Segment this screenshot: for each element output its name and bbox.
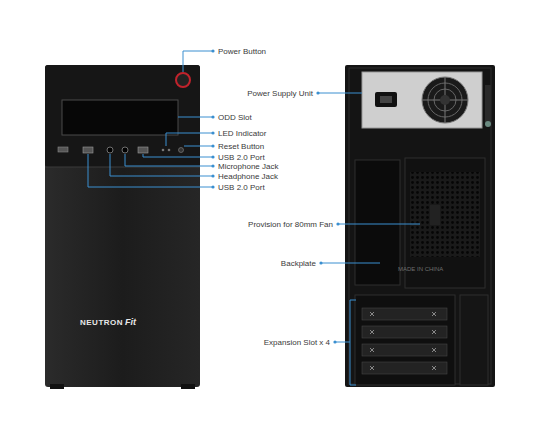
leader-lines [88, 51, 420, 385]
front-case [45, 65, 200, 389]
callout-label: Provision for 80mm Fan [248, 220, 333, 229]
callout-label: USB 2.0 Port [218, 183, 265, 192]
callout-label: Expansion Slot x 4 [264, 338, 330, 347]
callout-label: Reset Button [218, 142, 264, 151]
brand-logo: NEUTRON [80, 318, 123, 327]
leader-dots [211, 49, 339, 343]
rear-case [345, 65, 495, 387]
rear-marking: MADE IN CHINA [398, 266, 443, 273]
callout-label: LED Indicator [218, 129, 266, 138]
callout-label: USB 2.0 Port [218, 153, 265, 162]
callout-label: Backplate [281, 259, 316, 268]
callout-label: Power Supply Unit [247, 89, 313, 98]
callout-label: ODD Slot [218, 113, 252, 122]
callout-label: Headphone Jack [218, 172, 278, 181]
callout-label: Power Button [218, 47, 266, 56]
callout-label: Microphone Jack [218, 162, 278, 171]
brand-logo: Fit [125, 318, 136, 327]
